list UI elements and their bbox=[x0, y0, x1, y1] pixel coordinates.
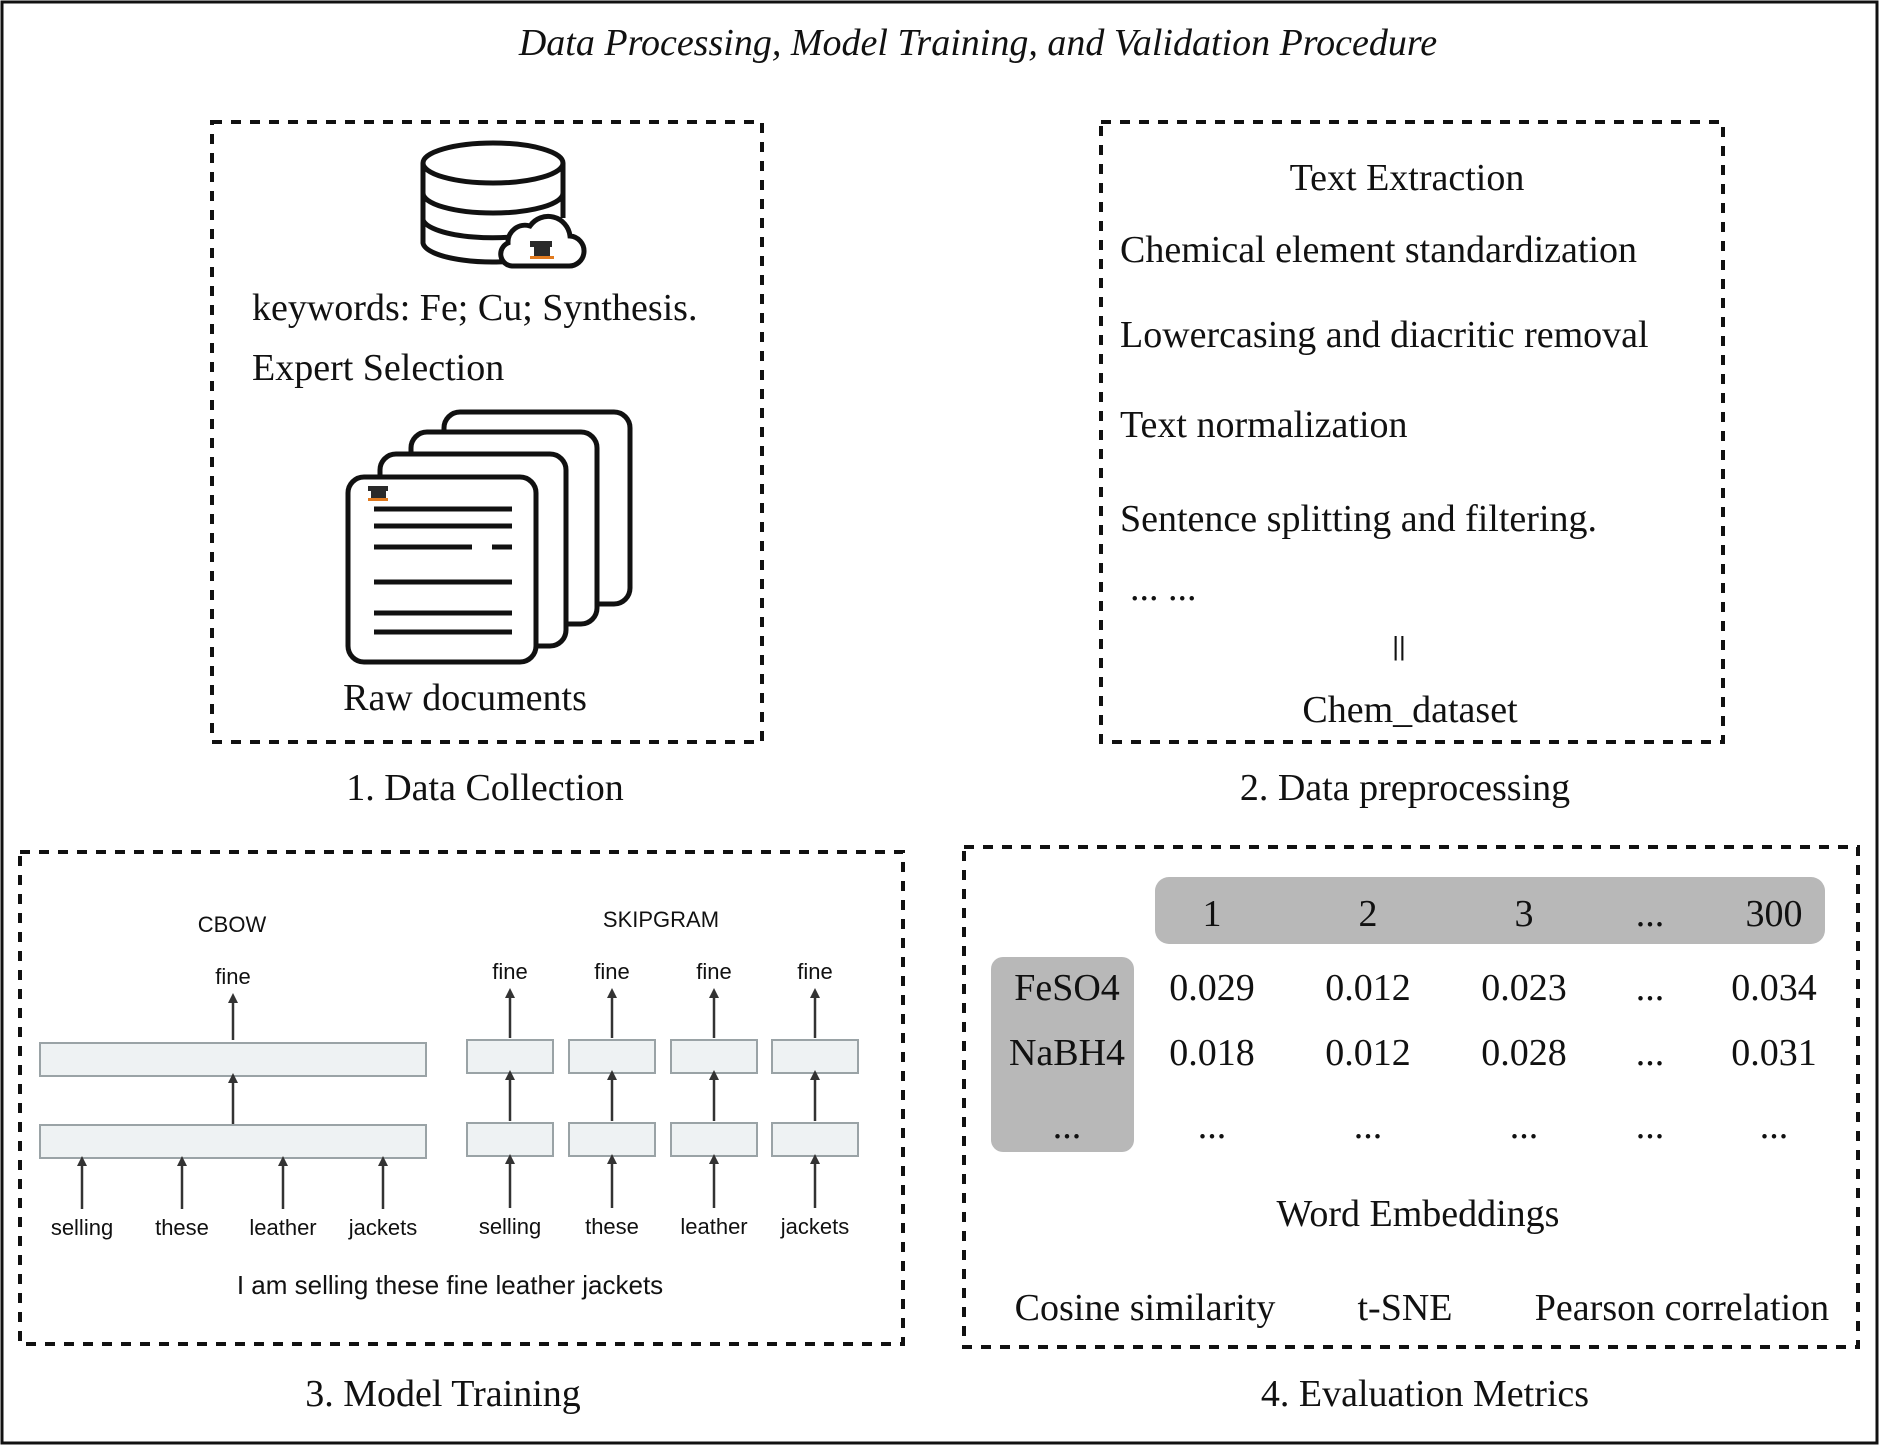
word-label-column bbox=[991, 957, 1134, 1152]
step-sentence-splitting: Sentence splitting and filtering. bbox=[1120, 498, 1597, 540]
word-embeddings-label: Word Embeddings bbox=[1277, 1193, 1560, 1235]
step-text-extraction: Text Extraction bbox=[1290, 157, 1525, 199]
embedding-value: 0.028 bbox=[1481, 1032, 1567, 1074]
skipgram-input-cell bbox=[670, 1122, 758, 1157]
cbow-output-word: fine bbox=[215, 964, 250, 989]
model-training-panel: CBOW SKIPGRAM fine selling these leather ja… bbox=[18, 850, 905, 1346]
data-collection-caption: 1. Data Collection bbox=[346, 767, 624, 809]
cbow-input-word: these bbox=[155, 1215, 209, 1240]
skipgram-projection-cell bbox=[670, 1039, 758, 1074]
skipgram-input-cell bbox=[771, 1122, 859, 1157]
embedding-value: 0.012 bbox=[1325, 1032, 1411, 1074]
data-preprocessing-panel: Text Extraction Chemical element standar… bbox=[1099, 120, 1725, 744]
embedding-value: 0.018 bbox=[1169, 1032, 1255, 1074]
raw-documents-text: Raw documents bbox=[343, 677, 587, 719]
skipgram-projection-cell bbox=[466, 1039, 554, 1074]
skipgram-label: SKIPGRAM bbox=[603, 907, 719, 932]
skipgram-output-word: fine bbox=[492, 959, 527, 984]
chem-dataset-text: Chem_dataset bbox=[1302, 689, 1518, 731]
skipgram-input-word: leather bbox=[680, 1214, 747, 1239]
step-ellipsis: ... ... bbox=[1130, 567, 1197, 609]
data-collection-box bbox=[210, 120, 764, 744]
skipgram-projection-cell bbox=[771, 1039, 859, 1074]
cbow-inputs: selling these leather jackets bbox=[51, 1156, 417, 1240]
dimension-header: ... bbox=[1636, 893, 1665, 935]
word-label: NaBH4 bbox=[1009, 1032, 1125, 1074]
expert-selection-text: Expert Selection bbox=[252, 347, 504, 389]
document-logo-icon bbox=[368, 486, 388, 501]
dimension-header: 3 bbox=[1515, 893, 1534, 935]
cloud-icon bbox=[498, 214, 587, 269]
training-sentence: I am selling these fine leather jackets bbox=[237, 1270, 663, 1300]
word-label: FeSO4 bbox=[1014, 967, 1120, 1009]
embedding-value: ... bbox=[1636, 1032, 1665, 1074]
metric-cosine-similarity: Cosine similarity bbox=[1015, 1287, 1276, 1329]
cbow-input-word: jackets bbox=[348, 1215, 417, 1240]
embedding-value: 0.023 bbox=[1481, 967, 1567, 1009]
data-preprocessing-caption: 2. Data preprocessing bbox=[1240, 767, 1570, 809]
model-training-box bbox=[18, 850, 905, 1346]
cbow-input-word: selling bbox=[51, 1215, 113, 1240]
evaluation-box bbox=[962, 845, 1860, 1349]
embedding-value: ... bbox=[1510, 1105, 1539, 1147]
skipgram-input-cell bbox=[568, 1122, 656, 1157]
cbow-label: CBOW bbox=[198, 912, 267, 937]
skipgram-input-word: jackets bbox=[780, 1214, 849, 1239]
dimension-header-bar bbox=[1155, 877, 1825, 944]
skipgram-input-cell bbox=[466, 1122, 554, 1157]
skipgram-input-word: selling bbox=[479, 1214, 541, 1239]
embedding-value: ... bbox=[1760, 1105, 1789, 1147]
evaluation-caption: 4. Evaluation Metrics bbox=[1261, 1373, 1589, 1415]
embedding-value: ... bbox=[1636, 1105, 1665, 1147]
step-lowercasing: Lowercasing and diacritic removal bbox=[1120, 314, 1649, 356]
skipgram-output-word: fine bbox=[696, 959, 731, 984]
embedding-value: 0.034 bbox=[1731, 967, 1817, 1009]
skipgram-input-word: these bbox=[585, 1214, 639, 1239]
skipgram-output-word: fine bbox=[797, 959, 832, 984]
step-element-standardization: Chemical element standardization bbox=[1120, 229, 1637, 271]
skipgram-model: fine selling fine these fine leather fine jacke… bbox=[466, 959, 859, 1239]
word-label: ... bbox=[1053, 1105, 1082, 1147]
data-preprocessing-box bbox=[1099, 120, 1725, 744]
cbow-input-layer bbox=[39, 1124, 427, 1159]
cbow-input-word: leather bbox=[249, 1215, 316, 1240]
document-stack-icon bbox=[345, 409, 633, 665]
diagram-title: Data Processing, Model Training, and Val… bbox=[518, 22, 1437, 64]
embedding-value: 0.031 bbox=[1731, 1032, 1817, 1074]
embedding-value: ... bbox=[1354, 1105, 1383, 1147]
data-collection-panel: keywords: Fe; Cu; Synthesis. Expert Sele… bbox=[210, 120, 764, 744]
dimension-header: 300 bbox=[1746, 893, 1803, 935]
metric-tsne: t-SNE bbox=[1358, 1287, 1453, 1329]
cbow-projection-layer bbox=[39, 1042, 427, 1077]
dimension-header: 1 bbox=[1203, 893, 1222, 935]
dimension-header: 2 bbox=[1359, 893, 1378, 935]
embedding-value: ... bbox=[1636, 967, 1665, 1009]
model-training-caption: 3. Model Training bbox=[305, 1373, 581, 1415]
keywords-text: keywords: Fe; Cu; Synthesis. bbox=[252, 287, 697, 329]
skipgram-output-word: fine bbox=[594, 959, 629, 984]
embedding-value: 0.029 bbox=[1169, 967, 1255, 1009]
result-symbol: || bbox=[1392, 631, 1406, 661]
embedding-value: ... bbox=[1198, 1105, 1227, 1147]
metric-pearson-correlation: Pearson correlation bbox=[1535, 1287, 1829, 1329]
embedding-value: 0.012 bbox=[1325, 967, 1411, 1009]
skipgram-projection-cell bbox=[568, 1039, 656, 1074]
document-lines bbox=[374, 506, 512, 635]
cbow-model: fine selling these leather jackets bbox=[39, 964, 427, 1240]
step-text-normalization: Text normalization bbox=[1120, 404, 1408, 446]
